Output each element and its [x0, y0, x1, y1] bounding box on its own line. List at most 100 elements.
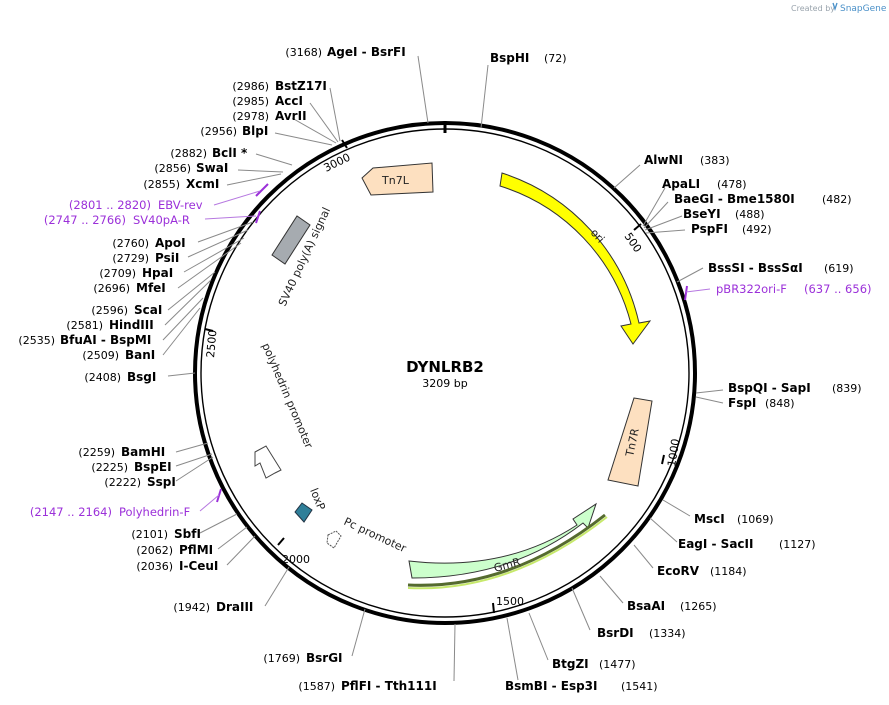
feature-sv40-polya [271, 215, 311, 265]
enzyme-label: AvrII [275, 109, 307, 123]
enzyme-position: (2036) [136, 560, 173, 573]
enzyme-position: (72) [544, 52, 567, 65]
feature-tn7l-label: Tn7L [381, 174, 410, 187]
enzyme-label: SwaI [196, 161, 228, 175]
enzyme-label: BfuAI - BspMI [60, 333, 151, 347]
plasmid-name: DYNLRB2 [406, 358, 484, 376]
enzyme-position: (2222) [104, 476, 141, 489]
enzyme-label: XcmI [186, 177, 219, 191]
primer-range: (637 .. 656) [804, 282, 872, 296]
enzyme-label: PflFI - Tth111I [341, 679, 437, 693]
enzyme-label: ApaLI [662, 177, 700, 191]
enzyme-label: BsrGI [306, 651, 343, 665]
feature-polyhedrin-promoter [254, 445, 282, 479]
enzyme-position: (2101) [131, 528, 168, 541]
enzyme-label: AgeI - BsrFI [327, 45, 406, 59]
enzyme-label: DraIII [216, 600, 253, 614]
tick-mark-2000 [277, 537, 285, 546]
feature-loxp [294, 502, 313, 523]
tick-mark-3000 [341, 139, 348, 149]
primer-label: SV40pA-R [133, 213, 190, 227]
enzyme-position: (482) [822, 193, 852, 206]
enzyme-position: (2986) [232, 80, 269, 93]
tick-mark-500 [633, 223, 642, 231]
enzyme-position: (1334) [649, 627, 686, 640]
enzyme-position: (2596) [91, 304, 128, 317]
enzyme-position: (1942) [173, 601, 210, 614]
enzyme-label: BsaAI [627, 599, 665, 613]
enzyme-position: (1477) [599, 658, 636, 671]
feature-pc-promoter-label: Pc promoter [342, 515, 409, 555]
tick-label-1500: 1500 [496, 595, 524, 608]
enzyme-position: (3168) [285, 46, 322, 59]
feature-tn7l [361, 162, 434, 196]
enzyme-label: BanI [125, 348, 155, 362]
snapgene-logo-icon [832, 2, 838, 12]
enzyme-label: ApoI [155, 236, 186, 250]
enzyme-position: (2259) [78, 446, 115, 459]
primer-range: (2801 .. 2820) [69, 198, 151, 212]
enzyme-position: (2978) [232, 110, 269, 123]
enzyme-label: EagI - SacII [678, 537, 753, 551]
enzyme-label: BspHI [490, 51, 529, 65]
primer-marks [216, 183, 688, 503]
enzyme-label: ScaI [134, 303, 162, 317]
primer-range: (2147 .. 2164) [30, 505, 112, 519]
enzyme-position: (2696) [93, 282, 130, 295]
primer-range: (2747 .. 2766) [44, 213, 126, 227]
enzyme-label: BsrDI [597, 626, 634, 640]
enzyme-label: SbfI [174, 527, 201, 541]
enzyme-label: BspEI [134, 460, 172, 474]
enzyme-label: BsmBI - Esp3I [505, 679, 597, 693]
enzyme-label: SspI [147, 475, 176, 489]
enzyme-position: (1184) [710, 565, 747, 578]
tick-label-1000: 1000 [665, 438, 682, 468]
enzyme-position: (2882) [170, 147, 207, 160]
enzyme-label: I-CeuI [179, 559, 218, 573]
enzyme-position: (478) [717, 178, 747, 191]
enzyme-label: BstZ17I [275, 79, 327, 93]
enzyme-position: (1587) [298, 680, 335, 693]
tick-mark-1500 [492, 602, 495, 614]
enzyme-position: (2709) [99, 267, 136, 280]
primer-leader-lines [199, 190, 711, 512]
enzyme-label: BclI * [212, 146, 248, 160]
enzyme-position: (2856) [154, 162, 191, 175]
feature-gmr-underline [407, 513, 606, 587]
credit-prefix: Created by [791, 4, 835, 13]
enzyme-label: AccI [275, 94, 303, 108]
plasmid-length: 3209 bp [422, 377, 467, 390]
enzyme-position: (2509) [82, 349, 119, 362]
enzyme-label: BseYI [683, 207, 721, 221]
left-leader-lines [162, 55, 456, 682]
feature-gmr [408, 502, 597, 579]
enzyme-position: (839) [832, 382, 862, 395]
enzyme-position: (848) [765, 397, 795, 410]
enzyme-position: (383) [700, 154, 730, 167]
enzyme-position: (2581) [66, 319, 103, 332]
enzyme-label: HpaI [142, 266, 173, 280]
primer-label: EBV-rev [158, 198, 203, 212]
enzyme-label: BaeGI - Bme1580I [674, 192, 795, 206]
enzyme-position: (2760) [112, 237, 149, 250]
enzyme-label: BsgI [127, 370, 156, 384]
tick-label-2000: 2000 [282, 553, 310, 566]
enzyme-position: (2985) [232, 95, 269, 108]
tick-label-2500: 2500 [204, 329, 219, 358]
enzyme-label: BspQI - SapI [728, 381, 811, 395]
enzyme-label: PspFI [691, 222, 728, 236]
right-leader-lines [480, 64, 724, 681]
primer-label: pBR322ori-F [716, 282, 787, 296]
enzyme-position: (1127) [779, 538, 816, 551]
enzyme-label: BlpI [242, 124, 268, 138]
feature-tn7r-label: Tn7R [623, 427, 642, 459]
enzyme-position: (1769) [263, 652, 300, 665]
enzyme-position: (2855) [143, 178, 180, 191]
enzyme-label: PflMI [179, 543, 213, 557]
enzyme-position: (1541) [621, 680, 658, 693]
feature-ori [499, 172, 652, 345]
enzyme-label: BamHI [121, 445, 165, 459]
enzyme-position: (1265) [680, 600, 717, 613]
tick-label-500: 500 [622, 230, 645, 255]
